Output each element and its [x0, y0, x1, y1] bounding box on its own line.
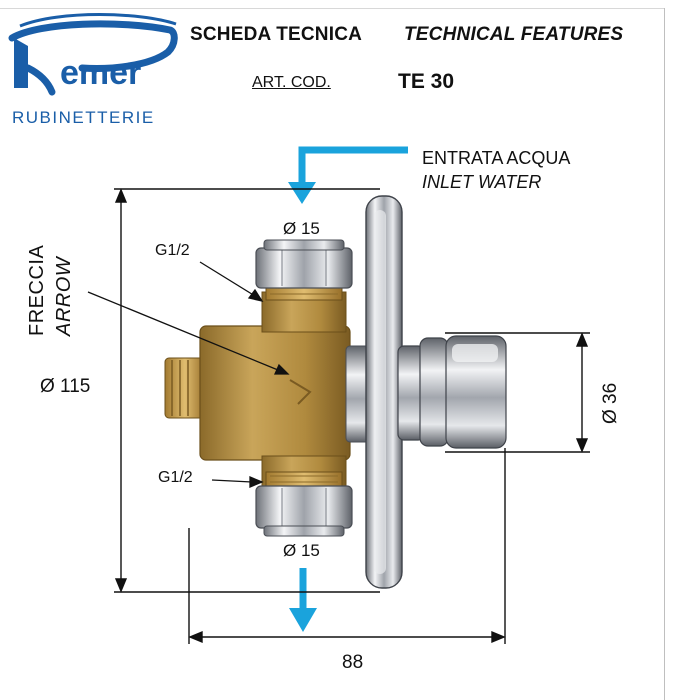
dimension-width-label: 88: [342, 652, 364, 673]
title-italian: SCHEDA TECNICA: [190, 24, 363, 45]
brass-valve-body: [199, 291, 351, 493]
logo-brand-text: emer: [60, 54, 142, 92]
outlet-flow-arrow-icon: [289, 568, 317, 632]
diameter-bottom-label: Ø 15: [283, 541, 320, 560]
dimension-height-line: [114, 188, 380, 593]
title-english: TECHNICAL FEATURES: [404, 24, 624, 45]
logo-tagline: RUBINETTERIE: [12, 108, 155, 127]
top-chrome-nut: [255, 239, 353, 289]
inlet-label-italian: ENTRATA ACQUA: [422, 148, 571, 168]
push-button: [397, 335, 507, 449]
inlet-label-english: INLET WATER: [422, 172, 542, 192]
chrome-wall-plate: [365, 195, 403, 589]
thread-top-label: G1/2: [155, 242, 190, 259]
frame-line-right: [664, 8, 665, 700]
bottom-chrome-nut: [255, 485, 353, 537]
inlet-flow-arrow-icon: [288, 146, 408, 204]
article-code-value: TE 30: [398, 70, 455, 93]
dimension-height-label: Ø 115: [40, 376, 91, 397]
article-code-label: ART. COD.: [252, 74, 331, 91]
dimension-button-label: Ø 36: [600, 382, 621, 424]
frame-line-top: [0, 8, 664, 9]
thread-bottom-label: G1/2: [158, 469, 193, 486]
diameter-top-label: Ø 15: [283, 219, 320, 238]
arrow-label-italian: FRECCIA: [26, 244, 48, 336]
arrow-label-english: ARROW: [53, 256, 75, 336]
rear-thread-stub: [164, 357, 206, 419]
remer-logo-icon: [8, 13, 178, 96]
dimension-width-line: [188, 448, 506, 644]
dimension-button-line: [445, 332, 590, 453]
leader-lines: [87, 261, 290, 488]
